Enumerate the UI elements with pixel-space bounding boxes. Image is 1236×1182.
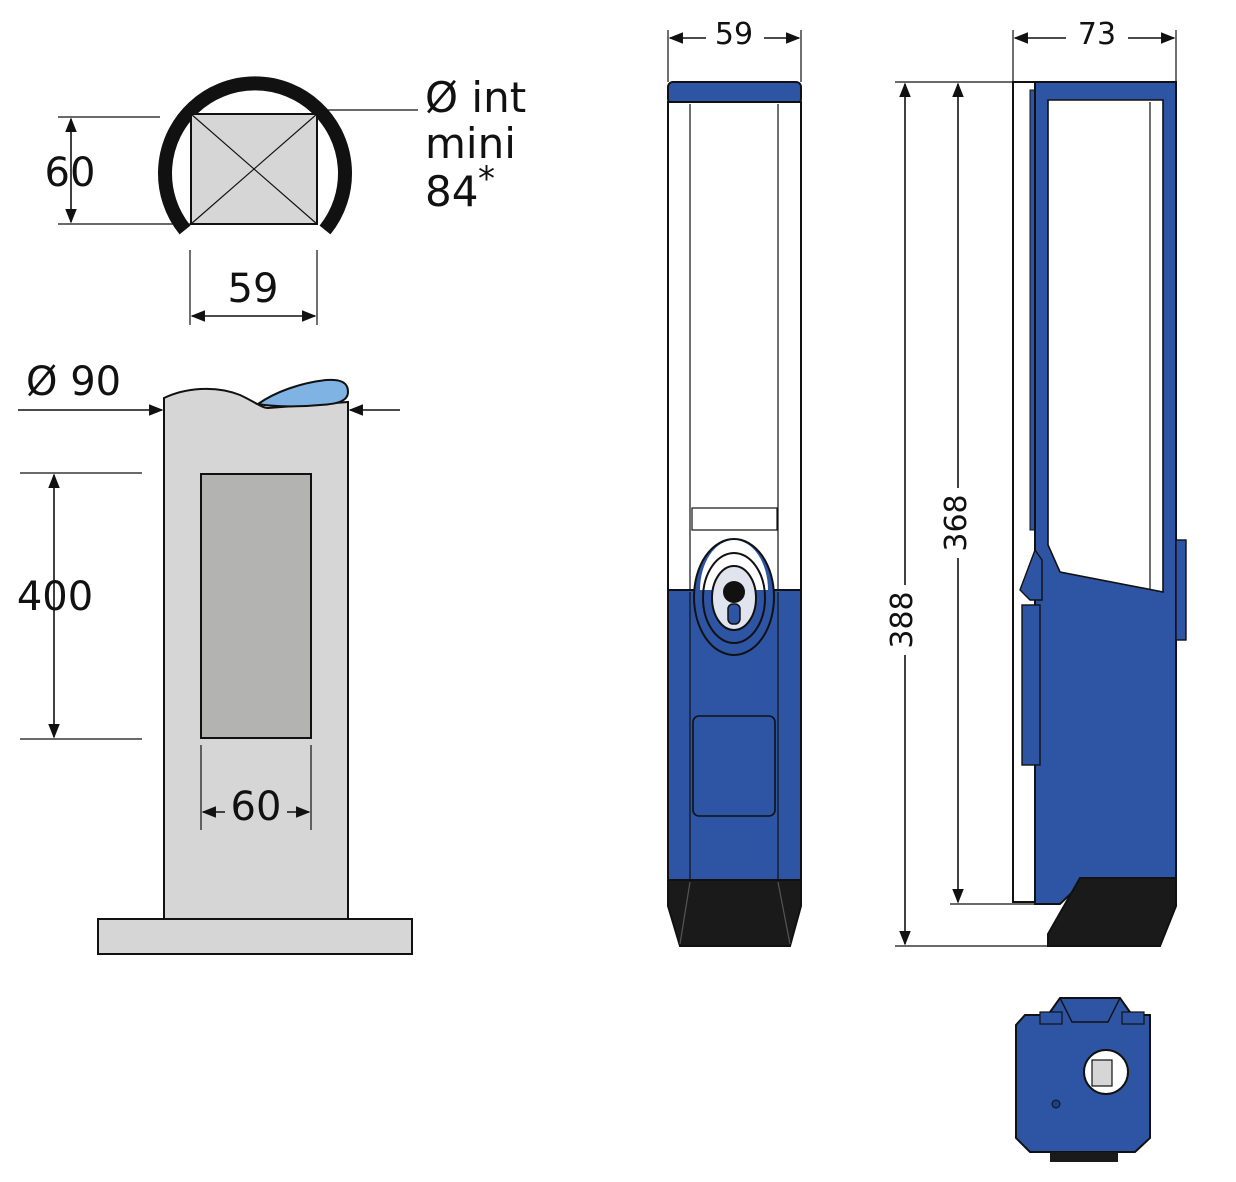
side-inner-height-label: 368: [939, 494, 974, 551]
front-lower-panel: [692, 715, 776, 817]
side-socket-knob: [1175, 539, 1187, 641]
front-width-label: 59: [715, 17, 753, 52]
inner-diameter-line3: 84: [425, 167, 478, 216]
detail-width-label: 59: [228, 266, 279, 312]
side-black-base: [1047, 877, 1177, 947]
window-height-label: 400: [17, 574, 93, 620]
post-ring: [158, 76, 352, 235]
side-view: 73 388 368: [885, 17, 1187, 947]
bottom-tab-left: [1039, 1011, 1063, 1025]
side-white-area: [1047, 99, 1164, 593]
inner-diameter-line2: mini: [425, 119, 516, 168]
bottom-screw: [1051, 1099, 1061, 1109]
front-top-cap: [667, 81, 802, 105]
side-total-height-label: 388: [885, 591, 920, 648]
bottom-body: [1015, 997, 1151, 1153]
side-bracket-clip: [1019, 548, 1043, 601]
post-elevation: Ø 90 400 60: [17, 359, 413, 955]
post-diameter-label: Ø 90: [26, 359, 121, 405]
front-socket-hole: [723, 581, 745, 603]
detail-height-label: 60: [45, 150, 96, 196]
post-window: [200, 473, 312, 739]
front-socket-inner: [702, 552, 766, 644]
inner-diameter-asterisk: *: [478, 159, 495, 199]
window-width-label: 60: [231, 784, 282, 830]
front-view: 59: [667, 17, 802, 947]
base-plate: [97, 918, 413, 955]
bottom-view: [1015, 997, 1151, 1162]
front-black-base: [667, 879, 802, 947]
bottom-tab-right: [1121, 1011, 1145, 1025]
side-rear-rail: [1021, 604, 1041, 766]
post-cap-opening: [255, 378, 350, 408]
front-socket-key: [727, 603, 741, 625]
front-label-slot: [691, 507, 778, 531]
side-depth-label: 73: [1078, 17, 1116, 52]
inner-diameter-line1: Ø int: [425, 73, 526, 122]
bottom-foot: [1050, 1152, 1118, 1162]
post-section-detail: 60 59 Ø int mini 84 *: [45, 73, 526, 325]
